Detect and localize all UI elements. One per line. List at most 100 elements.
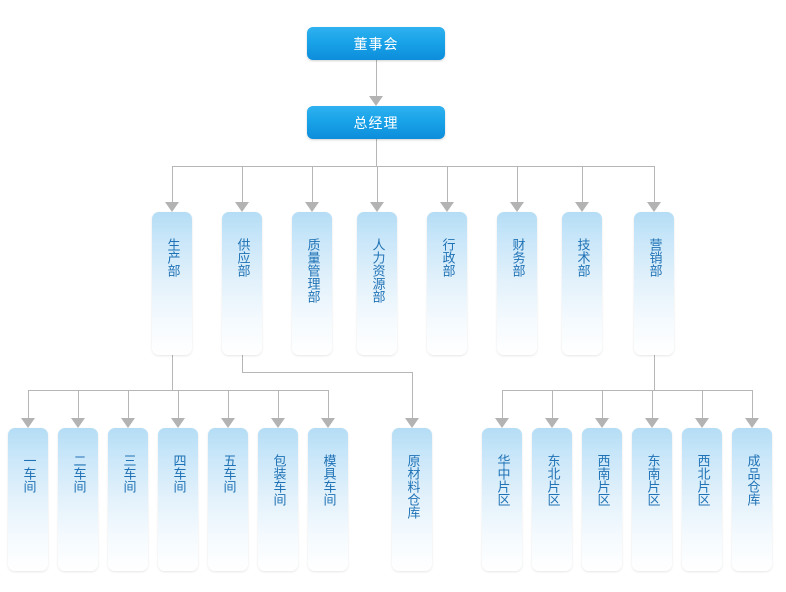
node-raw-material-warehouse-label: 原材料仓库: [404, 454, 420, 519]
arrow-workshop-5: [221, 418, 235, 428]
connector-drop-workshop-4: [178, 390, 179, 418]
node-region-northwest[interactable]: 西北片区: [682, 428, 722, 571]
arrow-raw-material-warehouse: [405, 418, 419, 428]
arrow-region-northwest: [695, 418, 709, 428]
node-workshop-5[interactable]: 五车间: [208, 428, 248, 571]
node-region-northwest-label: 西北片区: [694, 454, 710, 506]
connector-supply-to-warehouse: [412, 372, 413, 418]
node-dept-finance[interactable]: 财务部: [497, 212, 537, 355]
connector-drop-workshop-2: [78, 390, 79, 418]
connector-drop-region-northeast: [552, 390, 553, 418]
connector-gm-to-bus: [376, 139, 377, 166]
node-dept-supply[interactable]: 供应部: [222, 212, 262, 355]
node-dept-production[interactable]: 生产部: [152, 212, 192, 355]
node-region-southeast-label: 东南片区: [644, 454, 660, 506]
connector-drop-workshop-5: [228, 390, 229, 418]
arrow-dept-supply: [235, 202, 249, 212]
arrow-workshop-4: [171, 418, 185, 428]
connector-drop-dept-supply: [242, 166, 243, 202]
connector-board-to-gm: [376, 60, 377, 96]
node-region-central-china-label: 华中片区: [494, 454, 510, 506]
node-region-southeast[interactable]: 东南片区: [632, 428, 672, 571]
node-workshop-1[interactable]: 一车间: [8, 428, 48, 571]
node-dept-marketing[interactable]: 营销部: [634, 212, 674, 355]
node-general-manager-label: 总经理: [353, 115, 399, 132]
node-dept-human-resources-label: 人力资源部: [369, 238, 385, 303]
arrow-region-northeast: [545, 418, 559, 428]
node-region-southwest-label: 西南片区: [594, 454, 610, 506]
connector-drop-finished-goods-warehouse: [752, 390, 753, 418]
node-workshop-2-label: 二车间: [70, 454, 86, 493]
node-dept-administration[interactable]: 行政部: [427, 212, 467, 355]
node-board-of-directors[interactable]: 董事会: [307, 27, 445, 60]
arrow-region-central-china: [495, 418, 509, 428]
connector-drop-dept-marketing: [654, 166, 655, 202]
node-workshop-mold[interactable]: 模具车间: [308, 428, 348, 571]
node-raw-material-warehouse[interactable]: 原材料仓库: [392, 428, 432, 571]
connector-drop-dept-quality: [312, 166, 313, 202]
arrow-dept-technology: [575, 202, 589, 212]
arrow-workshop-2: [71, 418, 85, 428]
node-finished-goods-warehouse-label: 成品仓库: [744, 454, 760, 506]
node-finished-goods-warehouse[interactable]: 成品仓库: [732, 428, 772, 571]
node-region-southwest[interactable]: 西南片区: [582, 428, 622, 571]
arrow-dept-finance: [510, 202, 524, 212]
connector-drop-workshop-3: [128, 390, 129, 418]
node-general-manager[interactable]: 总经理: [307, 106, 445, 139]
connector-drop-region-central-china: [502, 390, 503, 418]
connector-production-to-bus: [172, 355, 173, 391]
arrow-dept-quality: [305, 202, 319, 212]
connector-drop-dept-hr: [377, 166, 378, 202]
node-dept-production-label: 生产部: [164, 238, 180, 277]
node-workshop-1-label: 一车间: [20, 454, 36, 493]
node-workshop-packaging[interactable]: 包装车间: [258, 428, 298, 571]
node-dept-quality-management-label: 质量管理部: [304, 238, 320, 303]
node-workshop-4-label: 四车间: [170, 454, 186, 493]
node-region-northeast-label: 东北片区: [544, 454, 560, 506]
node-workshop-3[interactable]: 三车间: [108, 428, 148, 571]
node-dept-technology[interactable]: 技术部: [562, 212, 602, 355]
arrow-dept-hr: [370, 202, 384, 212]
node-workshop-3-label: 三车间: [120, 454, 136, 493]
connector-department-bus: [172, 166, 655, 167]
arrow-finished-goods-warehouse: [745, 418, 759, 428]
node-board-of-directors-label: 董事会: [353, 36, 399, 53]
node-workshop-4[interactable]: 四车间: [158, 428, 198, 571]
arrow-dept-production: [165, 202, 179, 212]
arrow-workshop-mold: [321, 418, 335, 428]
arrow-workshop-1: [21, 418, 35, 428]
node-dept-finance-label: 财务部: [509, 238, 525, 277]
node-dept-supply-label: 供应部: [234, 238, 250, 277]
arrow-workshop-3: [121, 418, 135, 428]
connector-supply-down: [242, 355, 243, 373]
node-dept-human-resources[interactable]: 人力资源部: [357, 212, 397, 355]
connector-marketing-to-bus: [654, 355, 655, 391]
node-workshop-packaging-label: 包装车间: [270, 454, 286, 506]
connector-drop-dept-technology: [582, 166, 583, 202]
arrow-dept-admin: [440, 202, 454, 212]
connector-drop-workshop-mold: [328, 390, 329, 418]
node-workshop-5-label: 五车间: [220, 454, 236, 493]
node-dept-marketing-label: 营销部: [646, 238, 662, 277]
connector-drop-dept-finance: [517, 166, 518, 202]
node-workshop-2[interactable]: 二车间: [58, 428, 98, 571]
node-dept-quality-management[interactable]: 质量管理部: [292, 212, 332, 355]
connector-drop-workshop-1: [28, 390, 29, 418]
connector-drop-region-southwest: [602, 390, 603, 418]
connector-drop-dept-admin: [447, 166, 448, 202]
arrow-dept-marketing: [647, 202, 661, 212]
node-dept-technology-label: 技术部: [574, 238, 590, 277]
node-dept-administration-label: 行政部: [439, 238, 455, 277]
connector-drop-region-northwest: [702, 390, 703, 418]
node-region-northeast[interactable]: 东北片区: [532, 428, 572, 571]
connector-drop-region-southeast: [652, 390, 653, 418]
connector-drop-dept-production: [172, 166, 173, 202]
connector-supply-across: [242, 372, 413, 373]
node-region-central-china[interactable]: 华中片区: [482, 428, 522, 571]
arrow-gm: [369, 96, 383, 106]
connector-drop-workshop-packaging: [278, 390, 279, 418]
arrow-workshop-packaging: [271, 418, 285, 428]
node-workshop-mold-label: 模具车间: [320, 454, 336, 506]
connector-region-bus: [502, 390, 753, 391]
